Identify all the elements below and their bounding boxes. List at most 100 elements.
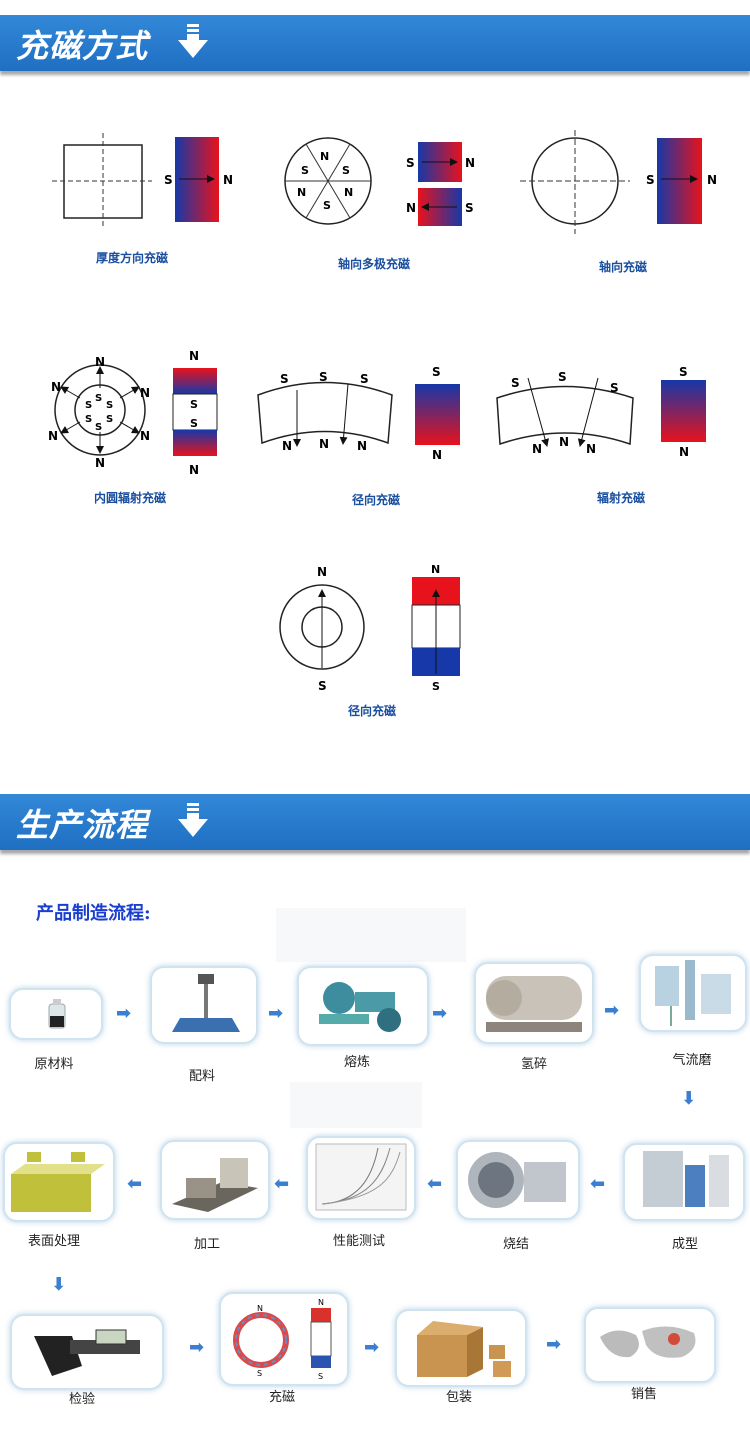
svg-text:S: S <box>360 372 369 386</box>
flow-arrow-icon: ➡ <box>127 1173 143 1194</box>
flow-arrow-icon: ➡ <box>116 1003 132 1024</box>
bottle-icon <box>48 999 66 1029</box>
down-arrow-icon <box>178 803 208 837</box>
crusher-icon <box>486 976 582 1032</box>
svg-text:N: N <box>140 386 150 400</box>
step-performance-test <box>306 1136 416 1220</box>
svg-text:S: S <box>318 679 327 693</box>
step-hydrogen-crushing <box>474 962 594 1044</box>
svg-text:N: N <box>559 435 569 449</box>
svg-text:N: N <box>431 563 440 576</box>
section-title: 充磁方式 <box>16 27 149 65</box>
caption: 径向充磁 <box>347 704 396 718</box>
svg-text:N: N <box>282 439 292 453</box>
background-shade <box>290 1082 422 1128</box>
svg-text:S: S <box>432 365 441 379</box>
step-smelting <box>297 966 429 1046</box>
diagram-axial-multipole: N S S N N S S N N S <box>284 137 475 226</box>
down-arrow-icon <box>178 24 208 58</box>
curve-chart-icon <box>315 1143 407 1211</box>
caption: 轴向充磁 <box>598 260 647 274</box>
step-machining <box>160 1140 270 1220</box>
svg-text:S: S <box>646 173 655 187</box>
svg-text:S: S <box>85 400 92 411</box>
flow-arrow-icon: ➡ <box>590 1173 606 1194</box>
caption: 轴向多极充磁 <box>337 257 410 271</box>
svg-text:N: N <box>465 156 475 170</box>
step-raw-material <box>9 988 103 1040</box>
step-label: 销售 <box>630 1387 657 1402</box>
svg-text:S: S <box>190 417 198 430</box>
svg-text:S: S <box>323 199 331 212</box>
process-subtitle: 产品制造流程: <box>36 903 151 924</box>
oven-icon <box>468 1152 566 1208</box>
background-shade <box>276 908 466 962</box>
furnace-icon <box>319 982 401 1032</box>
svg-text:N: N <box>406 201 416 215</box>
svg-text:N: N <box>257 1304 263 1313</box>
magnetization-diagrams: S N N S S N N S S N N S S N <box>48 130 717 693</box>
caption: 径向充磁 <box>351 493 400 507</box>
flow-arrow-icon: ➡ <box>604 1000 620 1021</box>
pole-label: N <box>223 173 233 187</box>
svg-text:S: S <box>257 1369 262 1378</box>
world-map-icon <box>600 1326 696 1358</box>
pole-label: S <box>164 173 173 187</box>
flow-arrow-icon: ➡ <box>432 1003 448 1024</box>
step-label: 熔炼 <box>343 1055 370 1070</box>
svg-text:N: N <box>320 150 329 163</box>
svg-text:N: N <box>357 439 367 453</box>
svg-text:N: N <box>95 456 105 470</box>
step-label: 充磁 <box>268 1390 295 1405</box>
svg-text:N: N <box>432 448 442 462</box>
press-icon <box>643 1151 729 1207</box>
step-sales <box>584 1307 716 1383</box>
box-icon <box>417 1321 511 1377</box>
caption: 内圆辐射充磁 <box>93 491 166 505</box>
svg-text:S: S <box>465 201 474 215</box>
diagram-axial: S N <box>520 130 717 234</box>
diagram-inner-radial: N N N N N N S S S S S S N S S N <box>48 349 218 477</box>
flow-arrow-icon: ➡ <box>546 1334 562 1355</box>
step-label: 氢碎 <box>520 1057 547 1072</box>
svg-text:S: S <box>280 372 289 386</box>
step-sintering <box>456 1140 580 1220</box>
step-label: 配料 <box>188 1069 215 1084</box>
svg-text:S: S <box>301 164 309 177</box>
svg-text:N: N <box>140 429 150 443</box>
svg-text:S: S <box>85 414 92 425</box>
magnet-blocks-icon <box>11 1152 105 1212</box>
step-label: 加工 <box>193 1237 220 1252</box>
diagram-radial-ring: N S N S <box>279 563 461 693</box>
svg-text:N: N <box>707 173 717 187</box>
step-label: 成型 <box>671 1237 698 1252</box>
svg-text:S: S <box>318 1372 323 1381</box>
step-packaging <box>395 1309 527 1387</box>
banner-production-process: 生产流程 <box>0 794 750 850</box>
step-label: 性能测试 <box>332 1234 385 1249</box>
svg-text:N: N <box>317 565 327 579</box>
svg-text:S: S <box>319 370 328 384</box>
step-jet-milling <box>639 954 747 1032</box>
caption: 辐射充磁 <box>596 491 645 505</box>
svg-text:N: N <box>318 1298 324 1307</box>
svg-text:N: N <box>344 186 353 199</box>
diagram-thickness: S N <box>52 133 233 228</box>
svg-text:S: S <box>106 414 113 425</box>
flow-arrow-icon: ➡ <box>364 1337 380 1358</box>
step-forming <box>623 1143 745 1221</box>
svg-text:N: N <box>189 463 199 477</box>
micrometer-icon <box>34 1329 140 1376</box>
svg-text:S: S <box>406 156 415 170</box>
svg-text:N: N <box>679 445 689 459</box>
svg-text:S: S <box>558 370 567 384</box>
step-label: 包装 <box>445 1390 472 1405</box>
flow-arrow-icon: ➡ <box>678 1089 700 1106</box>
svg-text:S: S <box>190 398 198 411</box>
flow-arrow-icon: ➡ <box>427 1173 443 1194</box>
flow-arrow-icon: ➡ <box>274 1173 290 1194</box>
step-label: 表面处理 <box>27 1234 80 1249</box>
section-title: 生产流程 <box>16 806 149 844</box>
svg-text:N: N <box>319 437 329 451</box>
step-charging: N S N S <box>219 1292 349 1386</box>
